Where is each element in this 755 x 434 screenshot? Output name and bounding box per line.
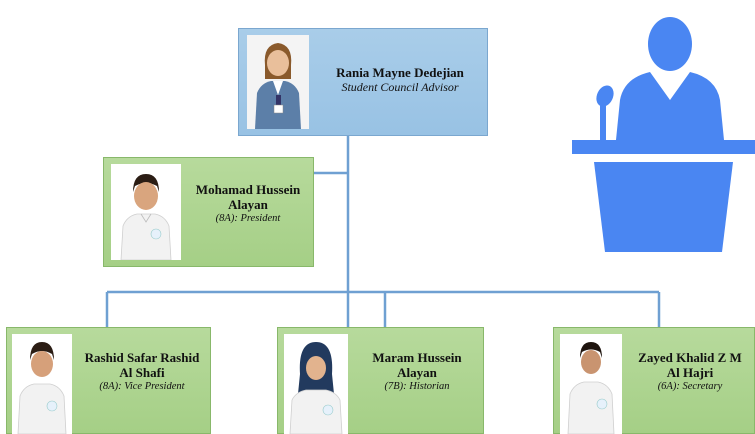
speaker-at-podium-icon	[572, 17, 755, 252]
president-photo	[111, 164, 181, 260]
member-photo-2	[284, 334, 348, 434]
member-name-line1: Zayed Khalid Z M	[638, 350, 742, 365]
member-role: (8A): Vice President	[99, 381, 185, 392]
member-box-3: Zayed Khalid Z M Al Hajri (6A): Secretar…	[553, 327, 755, 434]
member-name-line2: Al Hajri	[666, 365, 714, 380]
member-name-line2: Alayan	[397, 365, 437, 380]
member-text-2: Maram Hussein Alayan (7B): Historian	[352, 350, 482, 393]
member-box-2: Maram Hussein Alayan (7B): Historian	[277, 327, 484, 434]
member-role: (7B): Historian	[384, 381, 450, 392]
advisor-text: Rania Mayne Dedejian Student Council Adv…	[315, 65, 485, 94]
president-name-line1: Mohamad Hussein	[195, 182, 301, 197]
member-name-line2: Al Shafi	[119, 365, 165, 380]
member-text-3: Zayed Khalid Z M Al Hajri (6A): Secretar…	[624, 350, 755, 393]
advisor-name: Rania Mayne Dedejian	[336, 65, 464, 80]
member-text-1: Rashid Safar Rashid Al Shafi (8A): Vice …	[75, 350, 209, 393]
advisor-photo	[247, 35, 309, 129]
member-name-line1: Maram Hussein	[372, 350, 462, 365]
president-box: Mohamad Hussein Alayan (8A): President	[103, 157, 314, 267]
member-photo-1	[12, 334, 72, 434]
president-name-line2: Alayan	[228, 197, 268, 212]
member-role: (6A): Secretary	[657, 381, 723, 392]
president-text: Mohamad Hussein Alayan (8A): President	[184, 182, 312, 225]
member-box-1: Rashid Safar Rashid Al Shafi (8A): Vice …	[6, 327, 211, 434]
member-name-line1: Rashid Safar Rashid	[84, 350, 200, 365]
advisor-role: Student Council Advisor	[341, 80, 459, 94]
member-photo-3	[560, 334, 622, 434]
president-role: (8A): President	[215, 213, 281, 224]
advisor-box: Rania Mayne Dedejian Student Council Adv…	[238, 28, 488, 136]
